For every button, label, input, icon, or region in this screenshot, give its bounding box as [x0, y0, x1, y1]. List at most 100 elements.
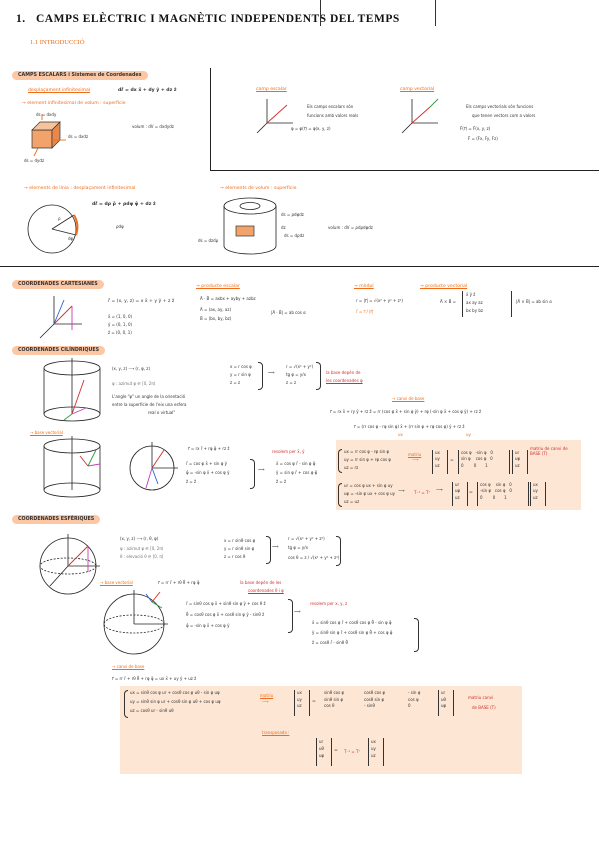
cyl-vector: r⃗ = rx r̂ + rφ φ̂ + rz ẑ [188, 446, 230, 451]
cyl-inv-brace [316, 362, 321, 390]
dot-product-title: → producte escalar [196, 284, 240, 289]
spherical-heading: COORDENADES ESFÈRIQUES [12, 515, 101, 524]
cyl-base-1: r̂ = cos φ x̂ + sin φ ŷ [186, 461, 227, 466]
dot-product-3: B⃗ = (bx, by, bz) [200, 316, 232, 321]
cyl-note-1: L'angle "φ" un angle de la orientació [112, 394, 186, 399]
cyl-mat2-m: cos φ sin φ 0 -sin φ cos φ 0 0 0 1 [480, 482, 512, 500]
cyl-ds1: ds = ρdφdz [281, 212, 304, 217]
dxdy-label: ds = dxdy [36, 112, 57, 117]
sph-base-1: r̂ = sinθ cos φ x̂ + sinθ sin φ ŷ + cos … [186, 601, 266, 606]
sph-transpose-label: transposada : [262, 730, 290, 735]
modulus-1: r = |r⃗| = √(x² + y² + z²) [356, 298, 403, 303]
cyl-eq-2: y = r sin φ [230, 372, 251, 377]
scalar-field-title: camp escalar [256, 87, 287, 92]
displacement-formula: dℓ⃗ = dx x̂ + dy ŷ + dz ẑ [118, 88, 177, 93]
scalar-desc-1: Els camps escalars són [307, 104, 354, 109]
sph-sys-2: uy = sinθ sin φ ur + cosθ sin φ uθ + cos… [130, 699, 221, 704]
sph-inv-base-2: ŷ = sinθ sin φ r̂ + cosθ sin φ θ̂ + cos … [312, 630, 393, 635]
vector-formula-2: F⃗ = (Fx, Fy, Fz) [468, 136, 498, 141]
dydz-label: ds = dydz [24, 158, 45, 163]
sph-mat-l-bracket [294, 690, 310, 716]
sph-eq-2: y = r sinθ sin φ [224, 546, 255, 551]
sph-base-implies: ⟹ [294, 610, 301, 615]
sph-inv-2: tg φ = y/x [288, 545, 308, 550]
cyl-sys2-brace [338, 483, 342, 507]
cyl-inv-base-3: ẑ = ẑ [276, 479, 287, 484]
cyl-uy-label: uy [466, 432, 471, 437]
cyl-volume: volum : dV = ρdρdφdz [328, 225, 373, 230]
cyl-mat-r: ur uφ uz [515, 450, 521, 468]
sph-base-matrix-1: matriu canvi [468, 695, 494, 700]
volume-surface-label: → elements de volum : superfície [220, 186, 297, 191]
sph-sys-brace [124, 690, 128, 718]
cross-product-lhs: A⃗ × B⃗ = [440, 299, 456, 304]
cyl-sys-3: uz = rz [344, 465, 359, 470]
vector-desc-1: Els camps vectorials són funcions [466, 104, 534, 109]
section-number: 1. [16, 13, 26, 25]
sph-mat-r-bracket [438, 690, 454, 716]
cyl-note-2: entre la superfície de l'eix una esfera [112, 402, 187, 407]
cyl-map: (x, y, z) ⟶ (r, φ, z) [112, 366, 150, 371]
sph-implies-arrow: ⟹ [272, 545, 279, 550]
dot-product-2: A⃗ = (ax, ay, az) [200, 307, 232, 312]
cyl-sys2-arrow: ⟶ [398, 489, 405, 494]
cartesian-volume: volum : dV = dxdydz [132, 124, 174, 129]
cyl-eq-3: z = z [230, 380, 241, 385]
sph-change-vector: r⃗ = rr r̂ + rθ θ̂ + rφ φ̂ = ux x̂ + uy … [112, 676, 197, 681]
cyl-mat2-r-bracket [530, 482, 546, 506]
cyl-mat2-eq: = [469, 490, 473, 495]
cyl-change-1: r⃗ = rx x̂ + ry ŷ + rz ẑ = rr (cos φ x̂ … [330, 409, 482, 414]
sph-matrix-arrow: ⟶ [262, 700, 269, 705]
scalar-formula: φ = φ(r⃗) = φ(x, y, z) [291, 126, 331, 131]
box-bottom-border [210, 170, 599, 171]
dot-product-4: |A⃗ · B⃗| = ab cos α [271, 310, 306, 315]
cyl-base-2: φ̂ = -sin φ x̂ + cos φ ŷ [186, 470, 230, 475]
sph-base-2: θ̂ = cosθ cos φ x̂ + cosθ sin φ ŷ - sinθ… [186, 612, 265, 617]
cyl-change-2: r⃗ = (rr cos φ - rφ sin φ) x̂ + (rr sin … [354, 424, 465, 429]
sph-eq-brace [266, 536, 271, 564]
cross-product-title: → producte vectorial [420, 284, 468, 289]
cyl-base-note-1: la base depén de [326, 370, 361, 375]
cyl-mat2-m-bracket [477, 482, 529, 506]
section-divider [0, 266, 599, 267]
cyl-base-note-2: les coordenades φ [326, 378, 363, 383]
sph-inv-1: r = √(x² + y² + z²) [288, 536, 325, 541]
section-subtitle: 1.1 INTRODUCCIÓ [30, 39, 85, 46]
sph-tr-r: ux uy uz [371, 739, 376, 758]
cyl-inv-3: z = z [286, 380, 297, 385]
dot-product-1: A⃗ · B⃗ = axbx + ayby + azbz [200, 296, 256, 301]
line-element-formula: dℓ⃗ = dρ ρ̂ + ρdφ φ̂ + dz ẑ [92, 202, 156, 207]
sph-vector: r⃗ = rr r̂ + rθ θ̂ + rφ φ̂ [158, 580, 200, 585]
rho-label: ρ [58, 216, 61, 221]
scalar-fields-heading: CAMPS ESCALARS i Sistemes de Coordenades [12, 71, 148, 80]
cyl-inv-1: r = √(x² + y²) [286, 364, 314, 369]
cross-product-abs: |A⃗ × B⃗| = ab sin α [516, 299, 552, 304]
sph-sys-1: ux = sinθ cos φ ur + cosθ cos φ uθ - sin… [130, 690, 220, 695]
modulus-title: → mòdul [354, 284, 374, 289]
cyl-sys-brace [338, 449, 342, 473]
cyl-change-base-label: → canvi de base [392, 396, 425, 401]
sph-inv-base-3: ẑ = cosθ r̂ - sinθ θ̂ [312, 640, 348, 645]
sph-inv-brace [336, 536, 341, 566]
cross-row-3: bx by bz [466, 308, 483, 313]
sph-eq-1: x = r sinθ cos φ [224, 538, 256, 543]
cyl-base-3: ẑ = ẑ [186, 479, 197, 484]
cyl-mat2-l: ur uφ uz [455, 482, 461, 500]
cross-determinant [462, 291, 512, 317]
cyl-inv-2: tg φ = y/x [286, 372, 306, 377]
sphere-coordinates-diagram [39, 534, 100, 595]
sph-tr-l: ur uθ uφ [319, 739, 325, 758]
cyl-ds2: ds = dρdz [284, 233, 305, 238]
cyl-mat-m: cos φ -sin φ 0 sin φ cos φ 0 0 0 1 [461, 450, 493, 468]
cyl-mat-r-bracket [512, 450, 528, 474]
vector-field-title: camp vectorial [400, 87, 435, 92]
cyl-eq-brace [258, 362, 263, 390]
cyl-eq-1: x = r cos φ [230, 364, 252, 369]
cyl-ds4: ds = dzdρ [198, 238, 219, 243]
cyl-solve-label: resolem per x̂, ŷ [272, 449, 305, 454]
cyl-base-vector-label: → base vectorial [30, 430, 63, 435]
cyl-mat-eq: = [450, 458, 454, 463]
sph-phi-range: φ : azimut φ ∈ [0, 2π) [120, 546, 164, 551]
cyl-implies-arrow: ⟹ [268, 371, 275, 376]
sph-sys-3: uz = cosθ ur - sinθ uθ [130, 708, 174, 713]
